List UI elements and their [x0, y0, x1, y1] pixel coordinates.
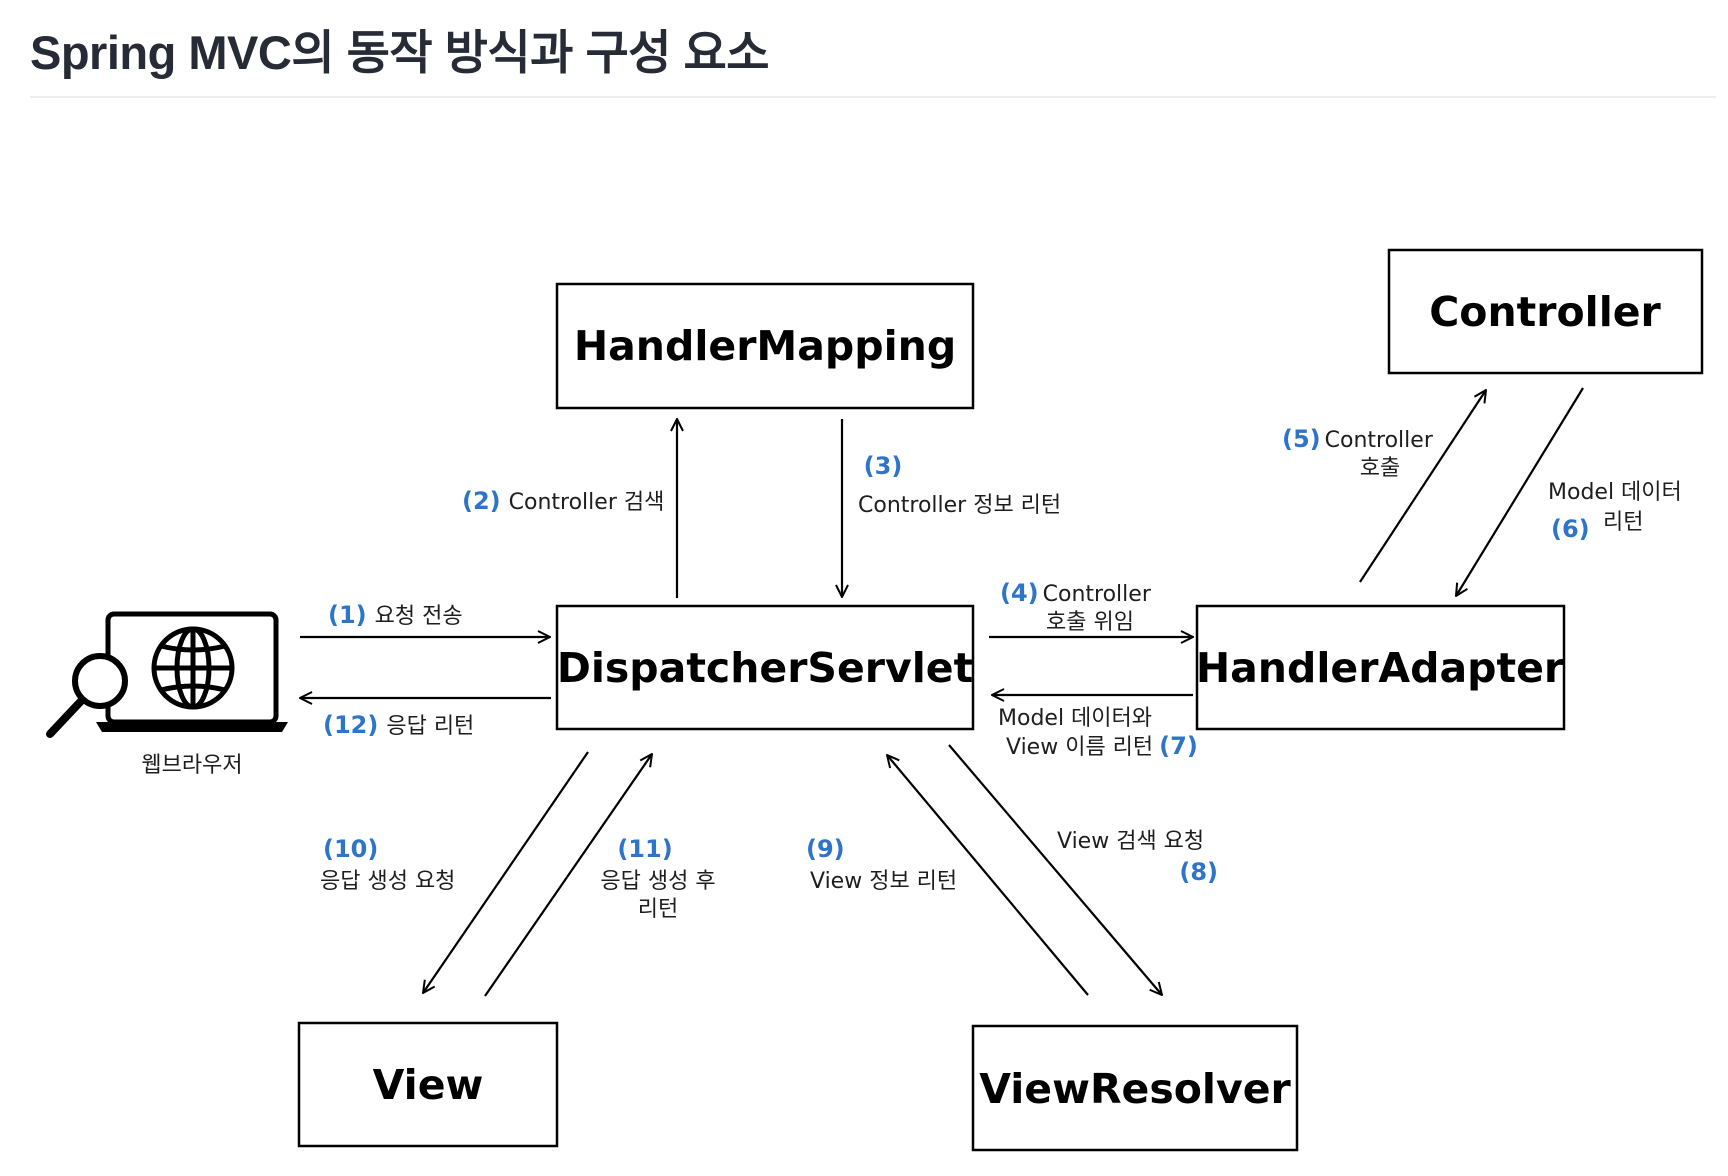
- svg-text:View 검색 요청: View 검색 요청: [1057, 829, 1204, 854]
- svg-text:(6): (6): [1551, 515, 1590, 543]
- svg-text:응답 생성 요청: 응답 생성 요청: [320, 869, 455, 894]
- controller-label: Controller: [1429, 288, 1661, 336]
- arrow-8-view-search: [948, 744, 1162, 995]
- globe-icon: [151, 626, 235, 710]
- svg-text:(10): (10): [323, 835, 378, 863]
- view-resolver-label: ViewResolver: [979, 1065, 1291, 1113]
- svg-text:Model 데이터: Model 데이터: [1548, 480, 1682, 505]
- dispatcher-servlet-node: DispatcherServlet: [555, 604, 975, 731]
- arrow-9-view-info: [887, 755, 1089, 996]
- step-3-label: (3) Controller 정보 리턴: [858, 452, 1061, 518]
- svg-text:(2)Controller 검색: (2)Controller 검색: [462, 487, 664, 515]
- svg-text:(1)요청 전송: (1)요청 전송: [328, 601, 463, 629]
- svg-text:리턴: 리턴: [638, 897, 678, 922]
- svg-text:(12)응답 리턴: (12)응답 리턴: [323, 711, 474, 739]
- dispatcher-servlet-label: DispatcherServlet: [557, 644, 973, 692]
- handler-adapter-label: HandlerAdapter: [1196, 644, 1565, 692]
- handler-adapter-node: HandlerAdapter: [1195, 604, 1566, 731]
- step-4-label: (4)Controller 호출 위임: [1000, 579, 1152, 635]
- view-node: View: [297, 1021, 559, 1148]
- svg-text:(3): (3): [864, 452, 903, 480]
- svg-text:(8): (8): [1179, 858, 1218, 886]
- step-9-label: (9) View 정보 리턴: [806, 835, 957, 894]
- arrow-10-create-response: [423, 751, 589, 993]
- step-1-label: (1)요청 전송: [328, 601, 463, 629]
- svg-text:(9): (9): [806, 835, 845, 863]
- step-11-label: (11) 응답 생성 후 리턴: [600, 835, 715, 922]
- page-title: Spring MVC의 동작 방식과 구성 요소: [30, 26, 769, 79]
- step-2-label: (2)Controller 검색: [462, 487, 664, 515]
- arrow-5-invoke-controller: [1359, 390, 1486, 583]
- laptop-globe-magnifier-icon: [46, 611, 288, 738]
- step-12-label: (12)응답 리턴: [323, 711, 474, 739]
- svg-text:(11): (11): [617, 835, 672, 863]
- browser-label: 웹브라우저: [141, 753, 242, 778]
- svg-text:Controller 정보 리턴: Controller 정보 리턴: [858, 493, 1061, 518]
- magnifier-icon: [46, 653, 128, 738]
- svg-text:Model 데이터와: Model 데이터와: [998, 706, 1152, 731]
- svg-text:호출: 호출: [1360, 456, 1400, 481]
- svg-text:응답 생성 후: 응답 생성 후: [600, 869, 715, 894]
- handler-mapping-node: HandlerMapping: [555, 282, 975, 410]
- svg-text:(5)Controller: (5)Controller: [1282, 425, 1434, 453]
- step-7-label: Model 데이터와 View 이름 리턴(7): [998, 706, 1198, 760]
- step-8-label: View 검색 요청 (8): [1057, 829, 1218, 886]
- arrow-11-response-return: [484, 754, 652, 997]
- svg-text:View 정보 리턴: View 정보 리턴: [810, 869, 957, 894]
- svg-text:View 이름 리턴(7): View 이름 리턴(7): [1006, 732, 1198, 760]
- handler-mapping-label: HandlerMapping: [574, 322, 956, 370]
- svg-text:리턴: 리턴: [1603, 510, 1643, 535]
- arrow-6-model-data: [1456, 387, 1584, 596]
- step-10-label: (10) 응답 생성 요청: [320, 835, 455, 894]
- title-divider: [30, 96, 1716, 98]
- controller-node: Controller: [1387, 248, 1704, 375]
- view-label: View: [373, 1061, 484, 1109]
- step-6-label: Model 데이터 (6) 리턴: [1548, 480, 1682, 543]
- view-resolver-node: ViewResolver: [971, 1024, 1299, 1152]
- svg-text:(4)Controller: (4)Controller: [1000, 579, 1152, 607]
- svg-text:호출 위임: 호출 위임: [1046, 610, 1134, 635]
- step-5-label: (5)Controller 호출: [1282, 425, 1434, 481]
